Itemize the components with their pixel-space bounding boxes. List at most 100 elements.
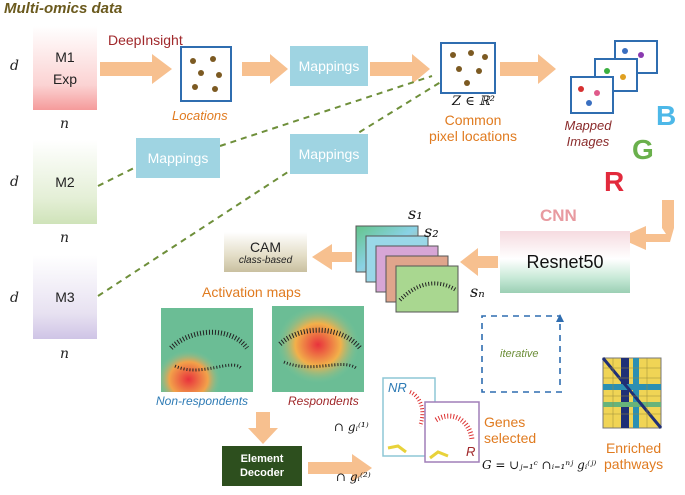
sample-s1: s₁ [408,204,423,223]
gene-panel-r [424,401,480,463]
arrow-locations-to-mappings [242,54,288,84]
dashed-m2-top [219,75,433,147]
sample-image-stack [355,225,459,313]
channel-r: R [604,166,625,197]
iterative-arrowhead [556,314,564,322]
sample-s2: s₂ [424,222,439,241]
omics-m3-box: M3 [33,255,97,339]
arrow-heatmap-to-decoder [248,412,278,444]
mapped-point [638,52,644,58]
mapped-point [586,100,592,106]
arrow-decoder-to-genes [308,454,372,482]
cam-box: CAM class-based [224,232,307,272]
arrow-mappings-to-pixels [370,54,430,84]
location-point [192,84,198,90]
mapped-point [622,48,628,54]
mapped-point [578,86,584,92]
common-pixel-label: Common pixel locations [418,112,528,144]
deepinsight-label: DeepInsight [108,32,183,48]
mapped-images-line1: Mapped [564,118,612,133]
arrow-resnet-to-samples [460,248,498,276]
resnet-box: Resnet50 [500,231,630,293]
mappings-label: Mappings [298,58,360,74]
non-respondents-label: Non-respondents [156,394,249,408]
gene-set-2: ∩ gᵢ⁽²⁾ [336,470,371,484]
pixel-point [468,50,474,56]
mappings-box-m2: Mappings [136,138,220,178]
dim-n-m2: n [60,230,70,246]
location-point [212,86,218,92]
cam-title: CAM [249,238,282,255]
resnet-label: Resnet50 [526,251,604,272]
pixel-point [482,54,488,60]
mappings-box-m1: Mappings [290,46,368,86]
heatmap-respondents [272,306,364,392]
mappings-box-m3: Mappings [290,134,368,174]
sample-sn: sₙ [470,282,485,301]
dim-d-m3: d [10,290,19,306]
iterative-loop [481,315,562,393]
dim-n-m1: n [60,116,70,132]
arrow-rgb-to-resnet [628,200,674,250]
enriched-pathways-heatmap [601,357,663,429]
common-pixel-line1: Common [444,112,502,128]
dashed-m2-mappings [97,165,139,187]
dim-n-m3: n [60,346,70,362]
pixel-point [464,80,470,86]
omics-m2-box: M2 [33,140,97,224]
mapped-images-line2: Images [566,134,610,149]
enriched-pathways-label: Enriched pathways [604,440,663,472]
omics-m1-sublabel: Exp [52,71,78,87]
r-label: R [466,444,476,459]
omics-m3-label: M3 [55,289,75,305]
omics-m1-label: M1 [55,49,75,65]
omics-m1-box: M1 Exp [33,26,97,110]
location-point [216,72,222,78]
mapped-point [594,90,600,96]
mapped-image-1 [570,76,614,114]
location-point [198,70,204,76]
iterative-label: iterative [500,348,539,360]
enriched-line1: Enriched [605,440,662,456]
mapped-images-label: Mapped Images [548,118,628,150]
heatmap-non-respondents [161,308,253,392]
nr-label: NR [388,380,407,395]
decoder-line1: Element [240,453,284,465]
arrow-pixels-to-mapped [500,54,556,84]
dim-d-m2: d [10,174,19,190]
omics-m2-label: M2 [55,174,75,190]
dashed-m3-top [349,79,445,139]
mapped-point [604,68,610,74]
page-title: Multi-omics data [4,0,123,17]
channel-g: G [632,134,654,165]
pixel-point [476,68,482,74]
mappings-label: Mappings [298,146,360,162]
gene-union-formula: G = ∪ⱼ₌₁ᶜ ∩ᵢ₌₁ⁿʲ gᵢ⁽ʲ⁾ [482,458,597,472]
enriched-line2: pathways [604,456,664,472]
location-point [210,56,216,62]
common-pixel-line2: pixel locations [429,128,517,144]
locations-label: Locations [172,108,228,123]
genes-selected-line2: selected [484,430,537,446]
channel-b: B [656,100,677,131]
gene-set-1: ∩ gᵢ⁽¹⁾ [334,420,369,434]
genes-selected-label: Genes selected [484,414,536,446]
mapped-point [620,74,626,80]
common-pixels-box [440,42,496,94]
z-label: Z ∈ ℝ² [452,94,495,109]
location-point [190,58,196,64]
activation-maps-label: Activation maps [202,284,301,300]
cam-subtitle: class-based [238,254,293,266]
element-decoder-box: Element Decoder [222,446,302,486]
dim-d-m1: d [10,58,19,74]
arrow-samples-to-cam [312,244,352,270]
cnn-label: CNN [540,206,577,225]
pixel-point [450,52,456,58]
genes-selected-line1: Genes [484,414,526,430]
mappings-label: Mappings [147,150,209,166]
pixel-point [456,66,462,72]
locations-box [180,46,232,102]
respondents-label: Respondents [288,394,359,408]
